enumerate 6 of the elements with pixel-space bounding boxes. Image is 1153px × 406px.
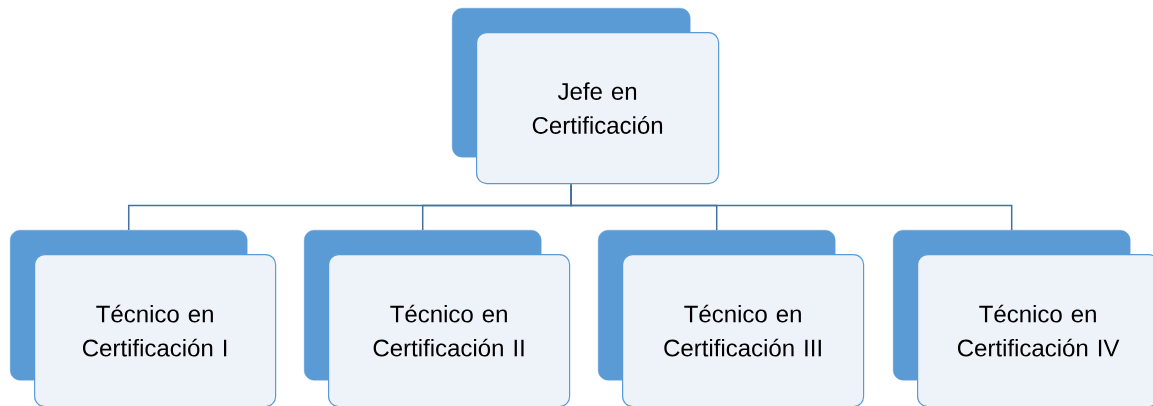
- org-box: Técnico en Certificación I: [10, 230, 277, 406]
- connector-line: [570, 183, 1013, 231]
- org-box: Técnico en Certificación IV: [893, 230, 1153, 406]
- org-box: Jefe en Certificación: [452, 8, 720, 185]
- org-box: Técnico en Certificación III: [598, 230, 865, 406]
- org-box: Técnico en Certificación II: [304, 230, 571, 406]
